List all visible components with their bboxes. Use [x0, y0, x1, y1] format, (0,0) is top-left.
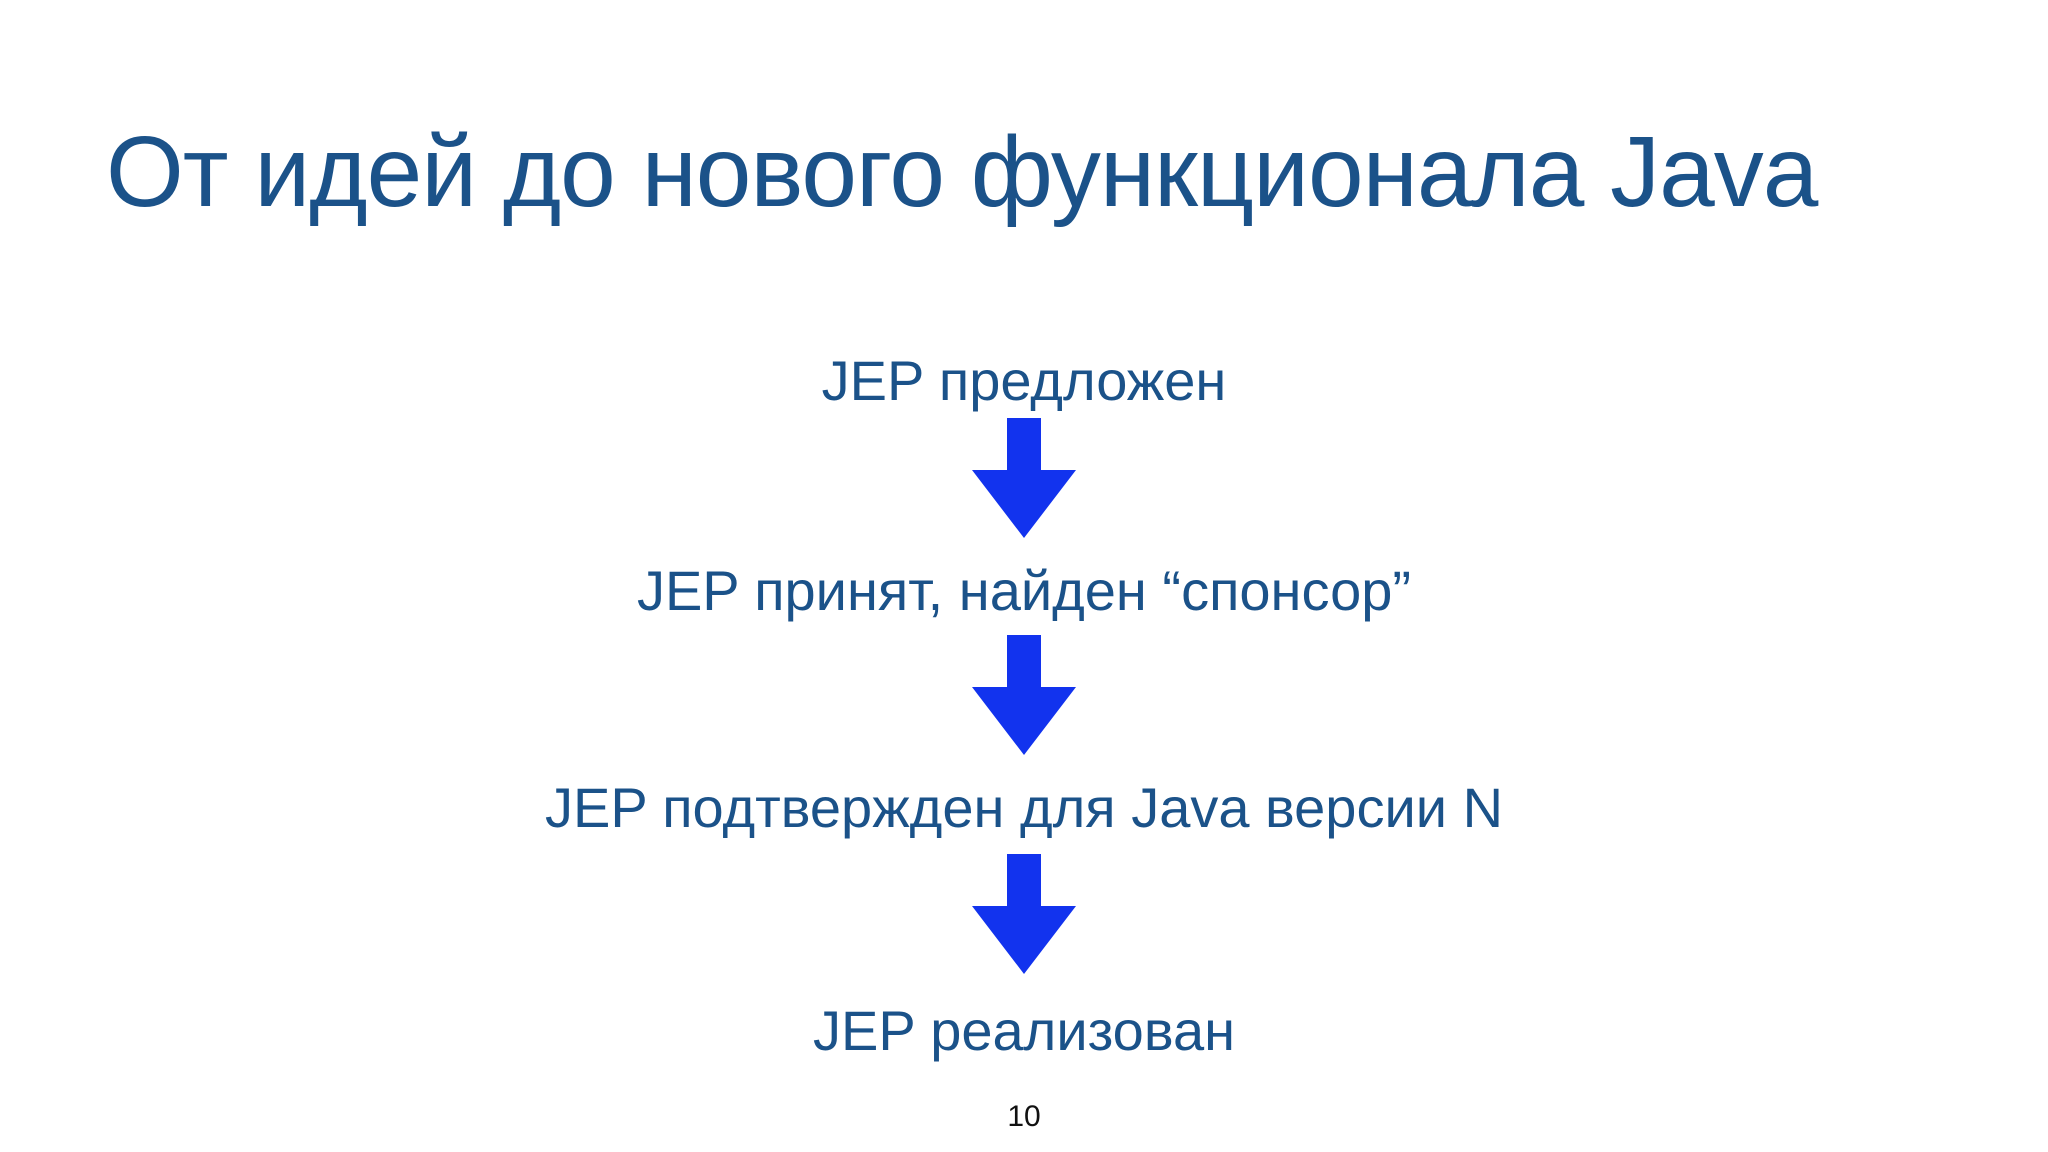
page-number: 10: [1007, 1100, 1041, 1133]
flow-step-jep-accepted-sponsor-found: JEP принят, найден “спонсор”: [636, 559, 1412, 622]
down-arrow-icon: [972, 854, 1076, 974]
down-arrow-icon: [972, 635, 1076, 755]
slide-title: От идей до нового функционала Java: [106, 116, 1818, 228]
down-arrow-icon: [972, 418, 1076, 538]
flow-step-jep-confirmed-for-java-n: JEP подтвержден для Java версии N: [544, 776, 1504, 839]
flow-step-jep-proposed: JEP предложен: [821, 349, 1227, 412]
flow-step-jep-implemented: JEP реализован: [812, 999, 1236, 1062]
